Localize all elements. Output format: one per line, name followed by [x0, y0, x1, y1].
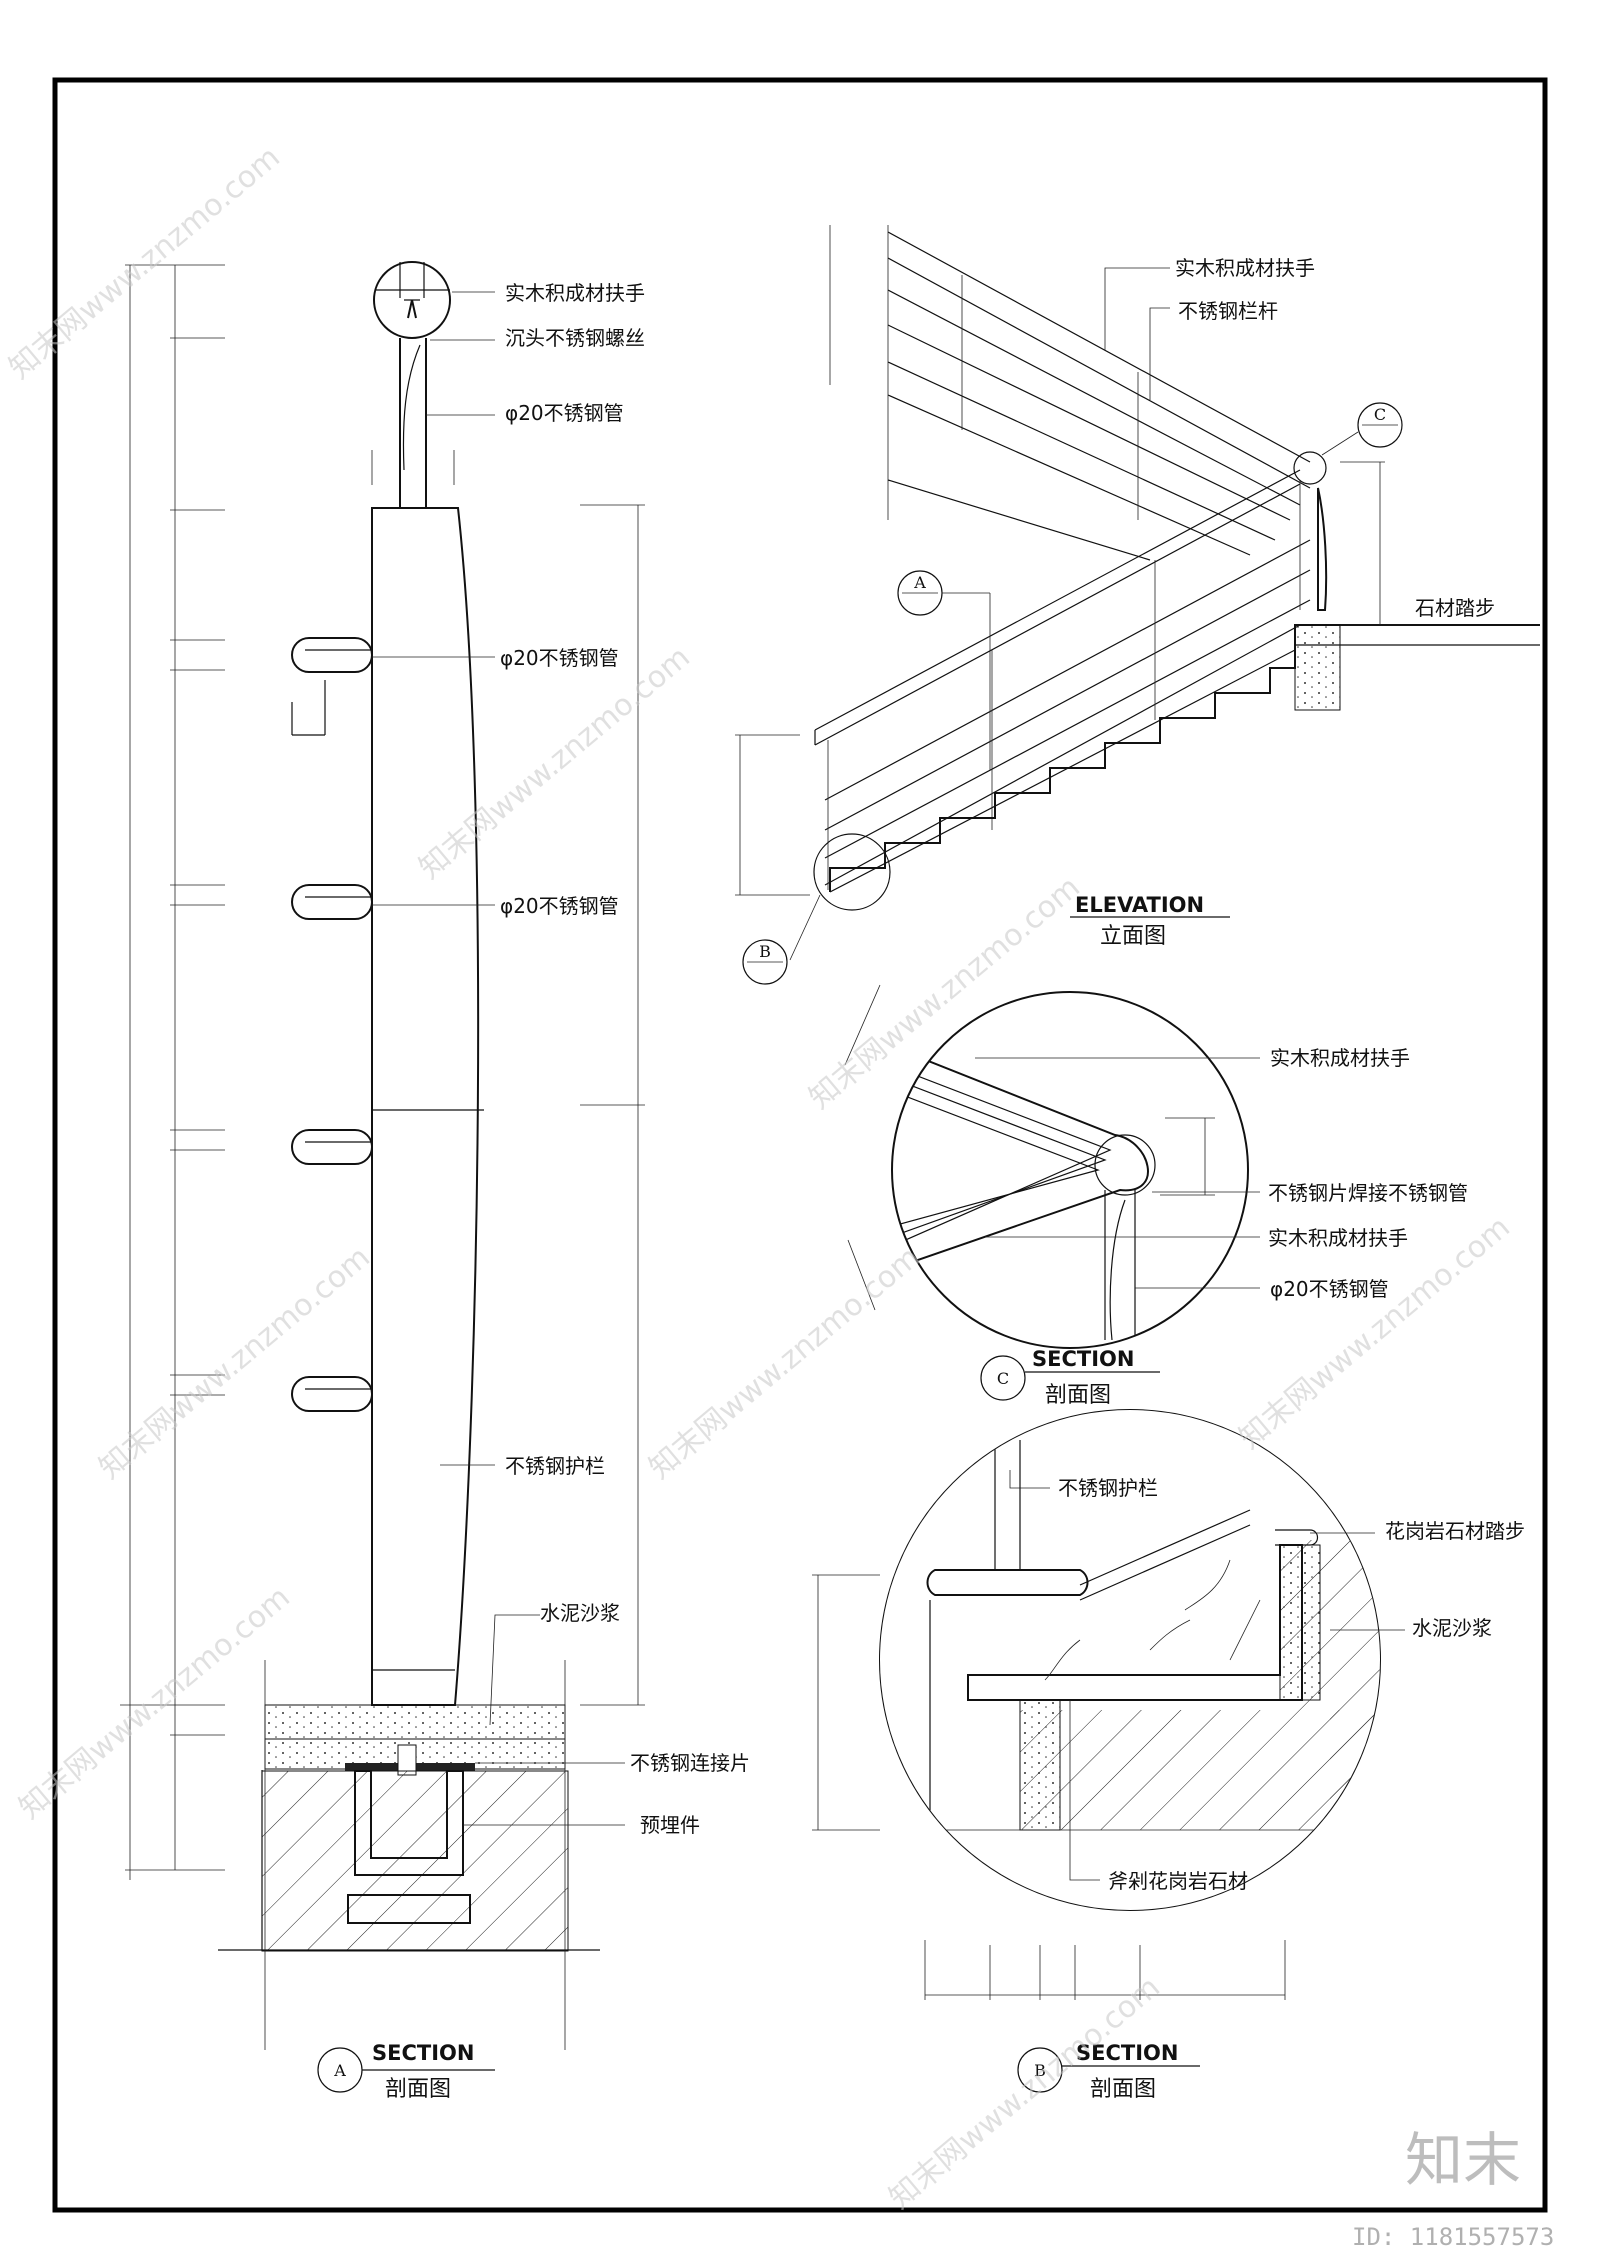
watermark-logo: 知末: [1405, 2126, 1521, 2194]
callout-c-elev: C: [1374, 405, 1386, 424]
rail-pipe-1: [291, 637, 373, 736]
watermark-text: 知末网www.znzmo.com: [413, 640, 697, 886]
title-section-a: SECTION: [372, 2041, 474, 2065]
tag-a: A: [333, 2061, 346, 2080]
tag-c: C: [997, 1369, 1009, 1388]
label-weld-c: 不锈钢片焊接不锈钢管: [1268, 1181, 1468, 1205]
label-mortar-a: 水泥沙浆: [540, 1601, 620, 1625]
label-guard-b: 不锈钢护栏: [1058, 1476, 1158, 1500]
title-cn-c: 剖面图: [1045, 1383, 1111, 1408]
label-handrail-c2: 实木积成材扶手: [1268, 1226, 1408, 1250]
label-handrail-a: 实木积成材扶手: [505, 281, 645, 305]
rail-pipe-4: [291, 1376, 373, 1412]
title-cn-b: 剖面图: [1090, 2077, 1156, 2102]
tag-b: B: [1034, 2061, 1046, 2080]
detail-a-section: 实木积成材扶手 沉头不锈钢螺丝 φ20不锈钢管 φ20不锈钢管 φ20不锈钢管 …: [120, 261, 750, 2102]
watermark-text: 知末网www.znzmo.com: [93, 1240, 377, 1486]
detail-b-section: 不锈钢护栏 花岗岩石材踏步 水泥沙浆 斧剁花岗岩石材 B SECTION 剖面图: [812, 1409, 1525, 2102]
callout-a-elev: A: [913, 573, 926, 592]
watermark-id: ID: 1181557573: [1352, 2223, 1554, 2251]
rail-pipe-2: [291, 884, 373, 920]
watermark-text: 知末网www.znzmo.com: [3, 140, 287, 386]
label-tube-2-a: φ20不锈钢管: [500, 894, 619, 918]
sheet-border: [52, 77, 1548, 2213]
label-embed-a: 预埋件: [640, 1813, 700, 1837]
callout-b-elev: B: [759, 942, 771, 961]
label-screw-a: 沉头不锈钢螺丝: [505, 326, 645, 350]
title-cn-elevation: 立面图: [1100, 924, 1166, 949]
detail-c-section: 实木积成材扶手 不锈钢片焊接不锈钢管 实木积成材扶手 φ20不锈钢管 C SEC…: [844, 984, 1468, 1408]
label-stone-step-elev: 石材踏步: [1415, 596, 1495, 620]
label-granite-step-b: 花岗岩石材踏步: [1385, 1519, 1525, 1543]
label-handrail-elev: 实木积成材扶手: [1175, 256, 1315, 280]
label-tube-top-a: φ20不锈钢管: [505, 401, 624, 425]
label-guard-a: 不锈钢护栏: [505, 1454, 605, 1478]
title-elevation: ELEVATION: [1075, 893, 1204, 917]
rail-pipe-3: [291, 1129, 373, 1165]
label-handrail-c1: 实木积成材扶手: [1270, 1046, 1410, 1070]
label-bush-granite-b: 斧剁花岗岩石材: [1108, 1869, 1248, 1893]
watermark-text: 知末网www.znzmo.com: [643, 1240, 927, 1486]
title-section-b: SECTION: [1076, 2041, 1178, 2065]
label-tube-c: φ20不锈钢管: [1270, 1277, 1389, 1301]
title-cn-a: 剖面图: [385, 2077, 451, 2102]
elevation-view: B A C 实木积成材扶手 不锈钢栏杆 石材踏步 ELEVATION 立面图: [735, 225, 1540, 985]
label-rail-elev: 不锈钢栏杆: [1178, 299, 1278, 323]
label-mortar-b: 水泥沙浆: [1412, 1616, 1492, 1640]
label-plate-a: 不锈钢连接片: [630, 1751, 750, 1775]
title-section-c: SECTION: [1032, 1347, 1134, 1371]
label-tube-1-a: φ20不锈钢管: [500, 646, 619, 670]
